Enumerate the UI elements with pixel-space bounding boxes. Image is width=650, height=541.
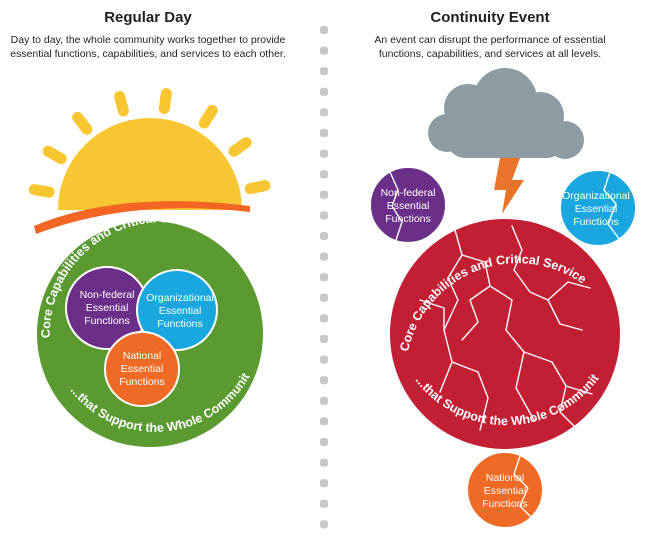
regular-day-description-line1: Day to day, the whole community works to… [11,34,286,46]
nonfederal-functions-circle-displaced: Non-federal Essential Functions [369,166,447,244]
storm-cloud-icon [428,68,584,159]
organizational-line2: Essential [159,305,202,317]
horizon-swoosh [34,201,250,234]
organizational-functions-circle: Organizational Essential Functions [136,269,218,351]
regular-day-panel: Regular Day Day to day, the whole commun… [0,0,286,449]
lightning-bolt-icon [494,158,524,214]
disrupted-community-circle [388,217,622,451]
national-displaced-line1: National [486,472,525,484]
national-displaced-line3: Functions [482,498,528,510]
nonfederal-line3: Functions [84,315,130,327]
organizational-line3: Functions [157,318,203,330]
sun-icon [28,88,271,234]
organizational-displaced-line3: Functions [573,216,619,228]
national-line2: Essential [121,363,164,375]
national-functions-circle-displaced: National Essential Functions [466,451,544,529]
nonfederal-displaced-line2: Essential [387,200,430,212]
national-line1: National [123,350,162,362]
crack-lines [419,225,593,431]
nonfederal-line1: Non-federal [80,289,135,301]
regular-day-description-line2: essential functions, capabilities, and s… [10,48,286,60]
continuity-event-title: Continuity Event [430,9,549,26]
national-line3: Functions [119,376,165,388]
organizational-functions-circle-displaced: Organizational Essential Functions [559,169,637,247]
continuity-event-description-line2: functions, capabilities, and services at… [379,48,601,60]
national-functions-circle: National Essential Functions [104,331,180,407]
national-displaced-line2: Essential [484,485,527,497]
continuity-event-description-line1: An event can disrupt the performance of … [374,34,605,46]
nonfederal-line2: Essential [86,302,129,314]
regular-day-title: Regular Day [104,9,192,26]
nonfederal-displaced-line1: Non-federal [381,187,436,199]
nonfederal-displaced-line3: Functions [385,213,431,225]
organizational-displaced-line1: Organizational [562,190,630,202]
organizational-displaced-line2: Essential [575,203,618,215]
organizational-line1: Organizational [146,292,214,304]
dotted-divider [320,26,328,529]
